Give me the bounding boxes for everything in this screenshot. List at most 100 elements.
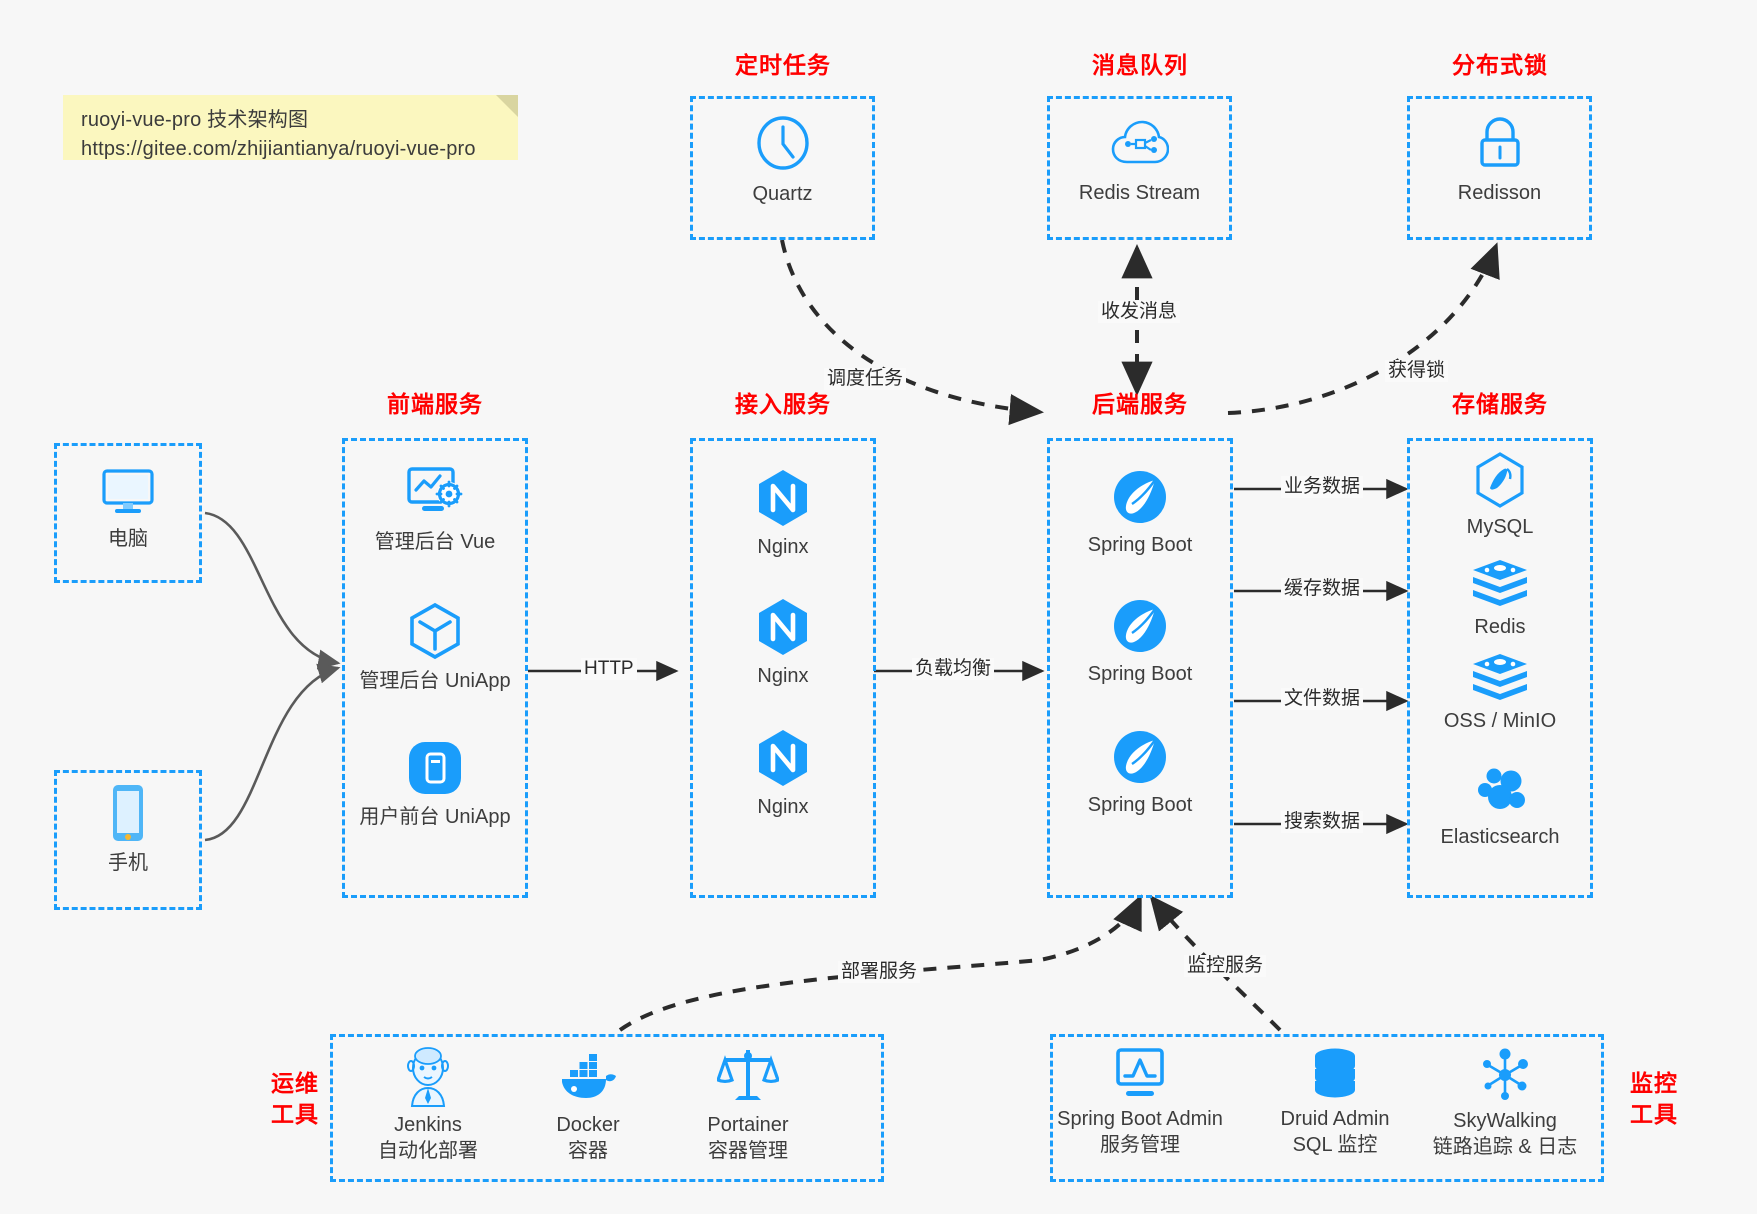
edge-computer-to-frontend (204, 511, 341, 670)
redis-icon (1473, 560, 1527, 606)
tool-name: Jenkins (394, 1114, 462, 1136)
mobile-app-icon (409, 742, 461, 794)
node-user-uniapp[interactable]: 用户前台 UniApp (342, 740, 528, 830)
group-box-storage-service (1407, 438, 1593, 898)
node-admin-vue[interactable]: 管理后台 Vue (342, 465, 528, 555)
group-header-ops-tools: 运维 工具 (255, 1068, 335, 1130)
node-spring-boot-3[interactable]: Spring Boot (1047, 728, 1233, 818)
tool-name: Portainer (707, 1114, 789, 1136)
node-redis-stream[interactable]: Redis Stream (1047, 118, 1232, 206)
cube-icon (410, 602, 460, 660)
node-label: Spring Boot (1087, 794, 1193, 816)
node-elasticsearch[interactable]: Elasticsearch (1407, 764, 1593, 850)
database-icon (1315, 1048, 1355, 1098)
node-druid-admin[interactable]: Druid Admin SQL 监控 (1255, 1046, 1415, 1158)
node-oss-minio[interactable]: OSS / MinIO (1407, 652, 1593, 734)
spring-boot-icon (1114, 600, 1166, 652)
edge-label-deploy-service: 部署服务 (838, 961, 921, 983)
group-header-distributed-lock: 分布式锁 (1452, 52, 1548, 78)
scales-icon (717, 1050, 779, 1100)
ops-tools-line-1: 运维 (271, 1070, 319, 1096)
ops-tools-line-2: 工具 (271, 1101, 319, 1127)
node-label: 管理后台 Vue (374, 531, 496, 553)
skywalking-icon (1483, 1048, 1528, 1100)
edge-label-send-receive-message: 收发消息 (1098, 301, 1181, 323)
edge-ops-to-backend (618, 894, 1142, 1032)
node-label: Quartz (752, 183, 813, 205)
node-jenkins[interactable]: Jenkins 自动化部署 (348, 1046, 508, 1164)
node-nginx-1[interactable]: Nginx (690, 468, 876, 560)
node-label: Nginx (757, 536, 809, 558)
node-spring-boot-admin[interactable]: Spring Boot Admin 服务管理 (1040, 1046, 1240, 1158)
tool-desc: SQL 监控 (1292, 1134, 1378, 1156)
edge-phone-to-frontend (204, 663, 341, 842)
edge-label-file-data: 文件数据 (1281, 688, 1364, 710)
tool-desc: 容器管理 (708, 1140, 788, 1162)
group-header-scheduled-task: 定时任务 (735, 52, 831, 78)
node-spring-boot-1[interactable]: Spring Boot (1047, 468, 1233, 558)
node-admin-uniapp[interactable]: 管理后台 UniApp (342, 602, 528, 694)
node-label: Redis Stream (1078, 182, 1201, 204)
group-box-access-service (690, 438, 876, 898)
mysql-icon (1476, 452, 1524, 508)
node-label: 用户前台 UniApp (359, 806, 511, 828)
node-nginx-3[interactable]: Nginx (690, 728, 876, 820)
nginx-icon (759, 730, 807, 786)
edge-label-acquire-lock: 获得锁 (1385, 360, 1449, 382)
tool-name: Druid Admin (1280, 1108, 1390, 1130)
node-label: Spring Boot (1087, 663, 1193, 685)
sticky-note: ruoyi-vue-pro 技术架构图 https://gitee.com/zh… (63, 95, 518, 160)
node-computer[interactable]: 电脑 (54, 465, 202, 552)
node-portainer[interactable]: Portainer 容器管理 (668, 1046, 828, 1164)
group-box-scheduled-task (690, 96, 875, 240)
group-box-ops-tools (330, 1034, 884, 1182)
group-header-access-service: 接入服务 (735, 391, 831, 417)
monitor-chart-icon (1116, 1048, 1164, 1096)
edge-label-load-balance: 负载均衡 (912, 658, 995, 680)
group-box-monitor-tools (1050, 1034, 1604, 1182)
node-redis[interactable]: Redis (1407, 558, 1593, 640)
edge-label-http: HTTP (581, 658, 637, 680)
node-label: OSS / MinIO (1443, 710, 1557, 732)
tool-desc: 自动化部署 (378, 1140, 478, 1162)
docker-icon (562, 1054, 616, 1098)
node-label: Redis (1474, 616, 1526, 638)
tool-desc: 服务管理 (1100, 1134, 1180, 1156)
group-header-monitor-tools: 监控 工具 (1614, 1068, 1694, 1130)
group-header-storage-service: 存储服务 (1452, 391, 1548, 417)
group-box-distributed-lock (1407, 96, 1592, 240)
node-docker[interactable]: Docker 容器 (508, 1046, 668, 1164)
tool-name: Docker (556, 1114, 620, 1136)
node-quartz[interactable]: Quartz (690, 115, 875, 207)
node-label: Spring Boot (1087, 534, 1193, 556)
edge-quartz-to-backend (780, 239, 1044, 426)
edge-label-monitor-service: 监控服务 (1184, 955, 1267, 977)
note-fold-corner (496, 95, 518, 117)
node-label: Nginx (757, 665, 809, 687)
node-nginx-2[interactable]: Nginx (690, 597, 876, 689)
node-phone[interactable]: 手机 (54, 782, 202, 876)
node-mysql[interactable]: MySQL (1407, 452, 1593, 540)
dashboard-gear-icon (407, 467, 463, 511)
note-title: ruoyi-vue-pro 技术架构图 (81, 109, 309, 131)
edge-label-business-data: 业务数据 (1281, 476, 1364, 498)
mobile-phone-icon (113, 785, 143, 841)
node-label: 手机 (108, 852, 148, 874)
redis-stack-icon (1473, 654, 1527, 700)
tool-name: SkyWalking (1453, 1110, 1557, 1132)
edge-label-search-data: 搜索数据 (1281, 811, 1364, 833)
monitor-tools-line-1: 监控 (1630, 1070, 1678, 1096)
padlock-icon (1479, 117, 1520, 167)
spring-boot-icon (1114, 471, 1166, 523)
clock-icon (756, 116, 809, 170)
node-label: Elasticsearch (1440, 826, 1560, 848)
node-skywalking[interactable]: SkyWalking 链路追踪 & 日志 (1415, 1046, 1595, 1160)
node-label: MySQL (1466, 516, 1534, 538)
node-spring-boot-2[interactable]: Spring Boot (1047, 597, 1233, 687)
tool-name: Spring Boot Admin (1057, 1108, 1223, 1130)
nginx-icon (759, 470, 807, 526)
spring-boot-icon (1114, 731, 1166, 783)
node-redisson[interactable]: Redisson (1407, 116, 1592, 206)
node-label: Nginx (757, 796, 809, 818)
